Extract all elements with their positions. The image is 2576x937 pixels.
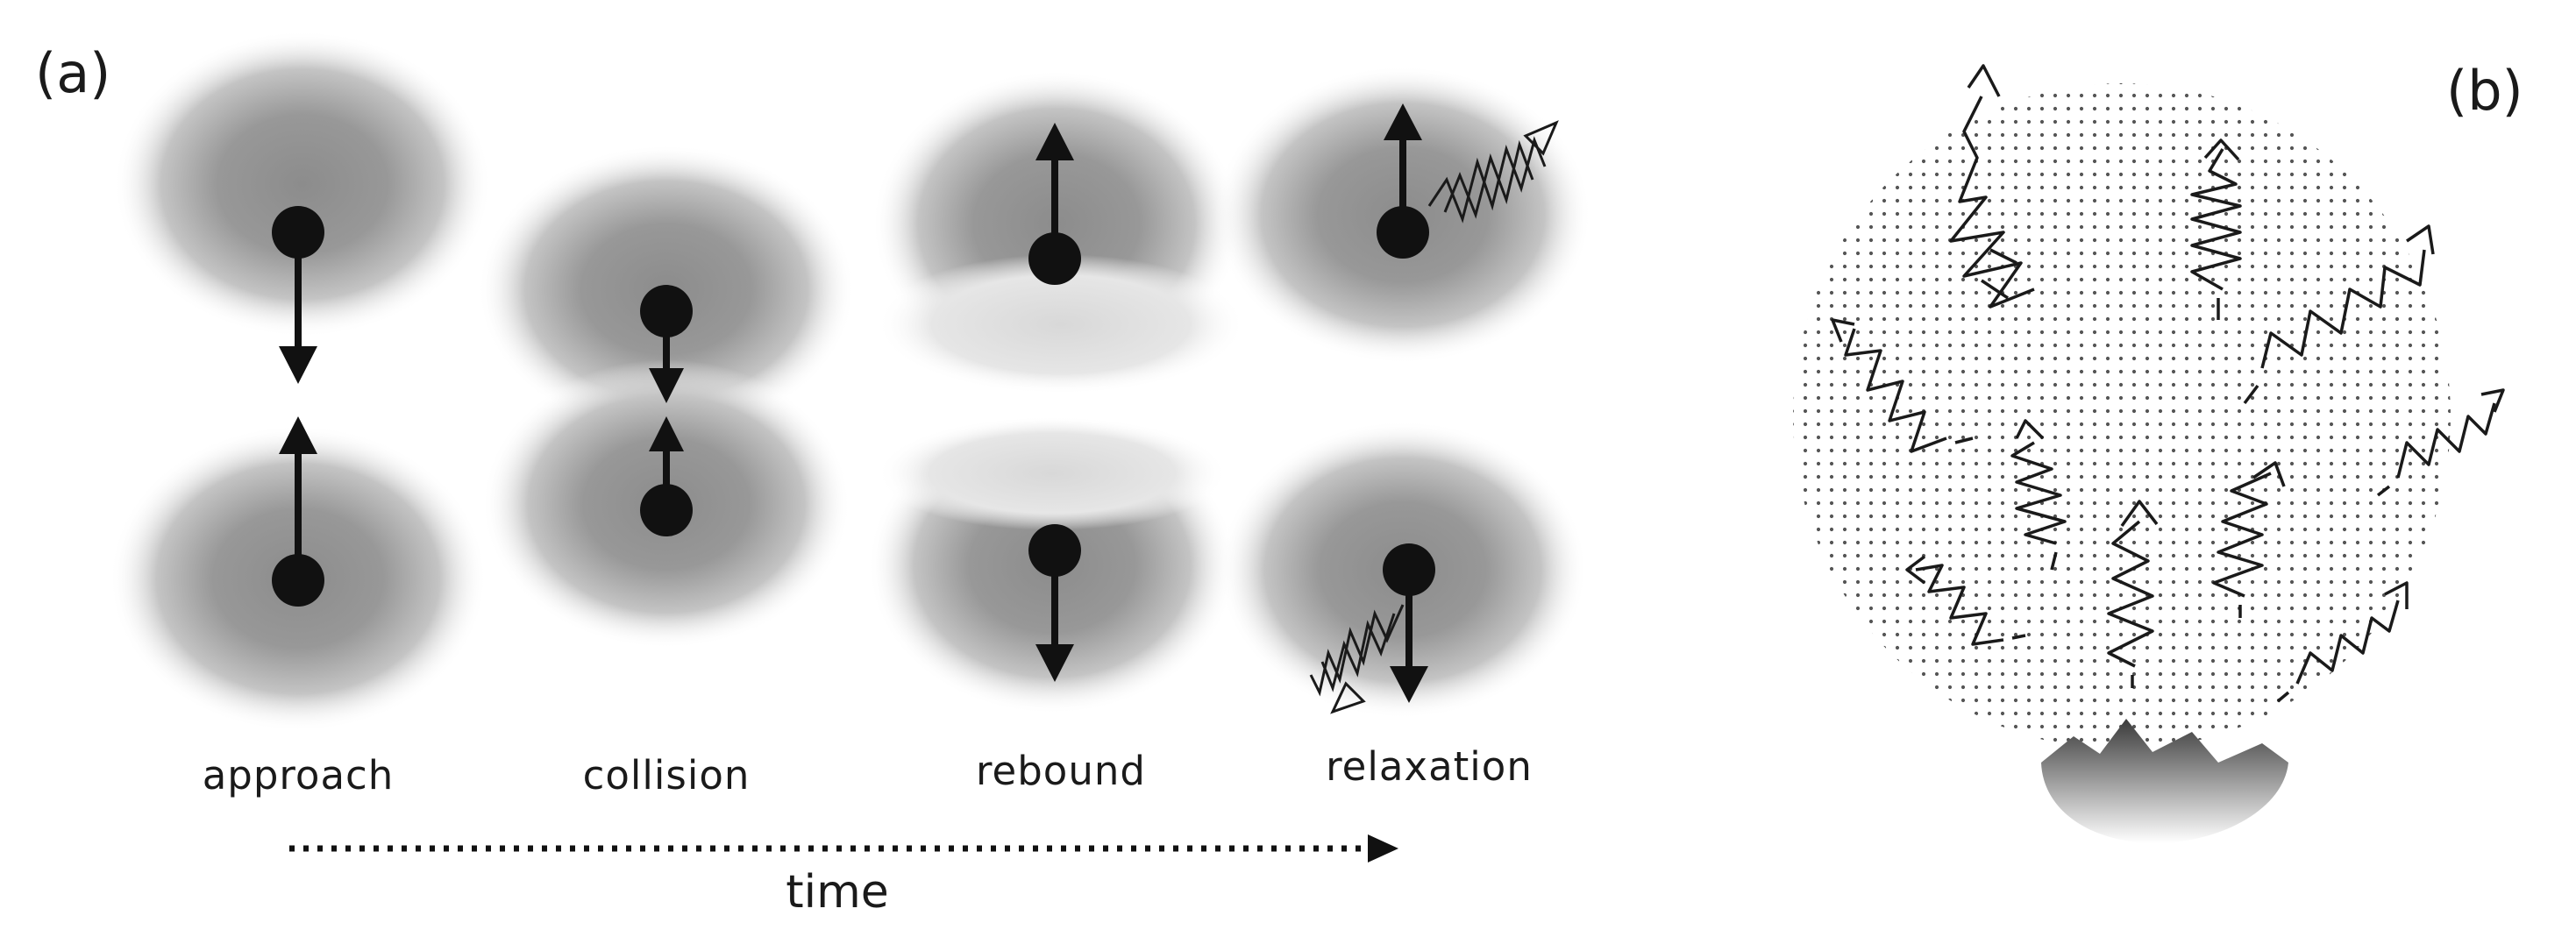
stage-label-rebound: rebound xyxy=(976,748,1146,794)
radiation-wave-icon xyxy=(2010,419,2067,571)
radiation-wave-icon xyxy=(1949,64,2035,309)
electron-cloud-upper xyxy=(114,31,491,337)
gas-container xyxy=(1793,83,2451,749)
time-label: time xyxy=(786,866,888,919)
radiation-wave-icon xyxy=(2107,500,2159,688)
radiation-wave-icon xyxy=(2190,138,2242,320)
stage-approach: approach xyxy=(110,31,491,799)
molecule-upper xyxy=(1028,123,1081,285)
radiation-wave-icon xyxy=(1831,318,1974,453)
radiation-wave-icon xyxy=(2243,224,2435,405)
gas-volume-dotted xyxy=(1793,83,2451,749)
molecule-upper xyxy=(1377,103,1429,259)
stage-rebound: rebound xyxy=(868,70,1245,794)
molecule-upper xyxy=(272,206,324,384)
radiation-wave-icon xyxy=(2276,581,2409,703)
photon-emission-wave-icon xyxy=(1427,120,1559,224)
photon-emission-wave-icon xyxy=(1309,604,1405,714)
stage-relaxation: relaxation xyxy=(1214,66,1591,790)
molecule-upper xyxy=(640,285,693,403)
radiation-wave-icon xyxy=(2212,461,2286,618)
flame-icon xyxy=(2041,719,2288,843)
stage-label-collision: collision xyxy=(583,752,751,799)
stage-collision: collision xyxy=(478,145,855,799)
panel-a-label: (a) xyxy=(35,41,110,105)
radiation-wave-icon xyxy=(2376,388,2505,497)
stage-label-relaxation: relaxation xyxy=(1326,743,1533,790)
radiation-wave-icon xyxy=(1905,555,2026,646)
time-arrow xyxy=(289,834,1398,862)
distorted-cloud-upper xyxy=(877,416,1228,530)
molecule-lower xyxy=(1028,524,1081,682)
molecule-lower xyxy=(1383,543,1435,703)
molecule-lower xyxy=(272,416,324,607)
panel-b-label: (b) xyxy=(2446,59,2523,123)
stage-label-approach: approach xyxy=(203,752,395,799)
molecule-lower xyxy=(640,416,693,536)
distorted-cloud-lower xyxy=(877,254,1245,394)
thermal-radiation-waves xyxy=(1831,64,2505,703)
